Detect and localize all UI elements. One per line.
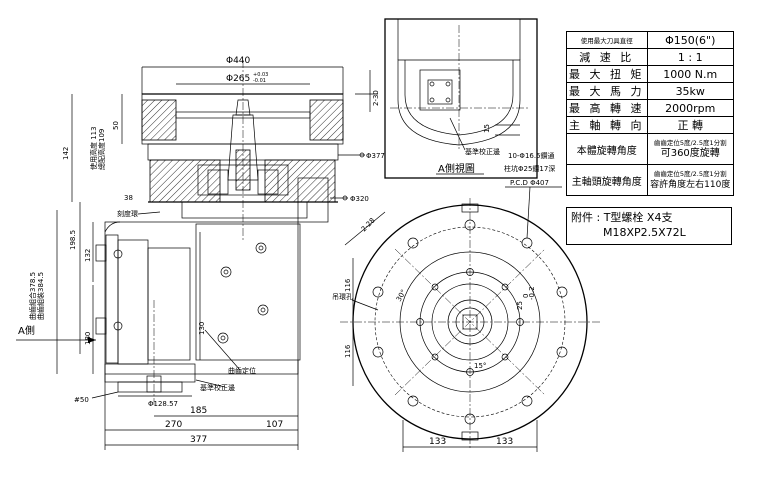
spec-row-body-rotation: 本體旋轉角度 齒齒定位5度/2.5度1分割 可360度旋轉 (566, 133, 734, 165)
label-engraving-ring: 刻度環 (117, 209, 138, 218)
dim-25: 25 (516, 301, 524, 310)
spec-sub-line: 齒齒定位5度/2.5度1分割 (653, 169, 727, 178)
label-curved-position: 曲齒定位 (228, 366, 256, 375)
dim-50: 50 (112, 121, 120, 130)
spec-sub-line: 容許角度左右110度 (650, 179, 731, 190)
spec-label: 主軸頭旋轉角度 (566, 164, 648, 196)
label-height-2: 總配高度109 (97, 129, 106, 170)
spec-label: 最 高 轉 速 (566, 99, 648, 117)
spec-table: 使用最大刀具直徑 Φ150(6") 減 速 比 1 : 1 最 大 扭 矩 10… (566, 31, 734, 196)
a-view-dim-15: 15 (483, 124, 491, 133)
spec-value: Φ150(6") (646, 31, 734, 49)
spec-row: 使用最大刀具直徑 Φ150(6") (566, 31, 734, 49)
spec-label: 最 大 扭 矩 (566, 65, 648, 83)
dim-128-57: Φ128.57 (148, 400, 178, 408)
label-reference-edge: 基準校正邊 (200, 383, 235, 392)
label-lifting-hole: 吊環孔 (332, 293, 353, 301)
label-height-1: 使用高度 113 (89, 126, 98, 170)
dim-130: 130 (198, 322, 206, 335)
dim-377-dia: Φ377 (366, 152, 385, 160)
dim-132: 132 (84, 249, 92, 262)
spec-sub-line: 可360度旋轉 (660, 147, 720, 159)
spec-value: 齒齒定位5度/2.5度1分割 容許角度左右110度 (646, 164, 734, 196)
dim-265: Φ265 (226, 74, 250, 84)
accessory-line-2: M18XP2.5X72L (603, 226, 686, 239)
spec-label: 減 速 比 (566, 48, 648, 66)
spec-row: 最 大 扭 矩 1000 N.m (566, 65, 734, 83)
dim-116-top: 116 (344, 278, 352, 292)
dim-0: 0 (522, 294, 530, 298)
dim-377: 377 (190, 435, 207, 445)
label-bolt-holes-1: 10-Φ16.5鑽通 (508, 151, 555, 160)
label-bolt-holes-3: P.C.D Φ407 (510, 179, 549, 187)
dim-116-bot: 116 (344, 344, 352, 358)
front-view: 2-28 116 116 吊環孔 30° 15° 25 0 -0.2 133 1… (332, 151, 600, 452)
spec-label: 最 大 馬 力 (566, 82, 648, 100)
dim-30-deg: 30° (395, 288, 408, 303)
spec-sub-line: 齒齒定位5度/2.5度1分割 (653, 138, 727, 147)
label-height-3: 曲齒組合378.5 (28, 272, 37, 320)
dim-133-left: 133 (429, 437, 446, 447)
label-a-side: A側 (18, 324, 35, 337)
label-bolt-holes-2: 柱坑Φ25鑽17深 (504, 164, 555, 173)
dim-50-hole: #50 (74, 396, 89, 404)
accessory-note: 附件 : T型螺栓 X4支 M18XP2.5X72L (566, 207, 732, 245)
dim-38: 38 (124, 194, 133, 202)
a-side-view: 15 基準校正邊 A側視圖 (384, 18, 538, 179)
dim-320: Φ320 (350, 195, 369, 203)
spec-value: 1000 N.m (646, 65, 734, 83)
section-view: Φ440 Φ265 +0.03 -0.01 2-30 50 142 使用高度 1… (16, 56, 385, 450)
dim-133-right: 133 (496, 437, 513, 447)
spec-row: 減 速 比 1 : 1 (566, 48, 734, 66)
a-view-frame (384, 18, 538, 179)
spec-row: 主 軸 轉 向 正 轉 (566, 116, 734, 134)
spec-label: 本體旋轉角度 (566, 133, 648, 165)
dim-265-tol-up: +0.03 (253, 72, 268, 78)
spec-row-head-rotation: 主軸頭旋轉角度 齒齒定位5度/2.5度1分割 容許角度左右110度 (566, 164, 734, 196)
dim-198-5: 198.5 (69, 230, 77, 250)
dim-2-28: 2-28 (360, 217, 377, 234)
dim-107: 107 (266, 420, 283, 430)
spec-row: 最 大 馬 力 35kw (566, 82, 734, 100)
label-height-4: 曲齒組裝384.5 (36, 272, 45, 320)
dim-440: Φ440 (226, 56, 251, 66)
dim-265-tol-dn: -0.01 (253, 78, 266, 84)
spec-value: 1 : 1 (646, 48, 734, 66)
dim-185: 185 (190, 406, 207, 416)
a-view-callout: 基準校正邊 (465, 147, 500, 156)
dim-2-30: 2-30 (372, 90, 380, 106)
a-view-title: A側視圖 (438, 162, 475, 175)
spec-label: 使用最大刀具直徑 (566, 31, 648, 49)
spec-label: 主 軸 轉 向 (566, 116, 648, 134)
spec-value: 正 轉 (646, 116, 734, 134)
spec-value: 35kw (646, 82, 734, 100)
spec-row: 最 高 轉 速 2000rpm (566, 99, 734, 117)
dim-0-2: -0.2 (528, 286, 536, 300)
spec-value: 齒齒定位5度/2.5度1分割 可360度旋轉 (646, 133, 734, 165)
spec-value: 2000rpm (646, 99, 734, 117)
dim-15-deg: 15° (474, 362, 486, 370)
dim-142: 142 (62, 147, 70, 160)
dim-270: 270 (165, 420, 182, 430)
accessory-line-1: 附件 : T型螺栓 X4支 (571, 211, 673, 224)
